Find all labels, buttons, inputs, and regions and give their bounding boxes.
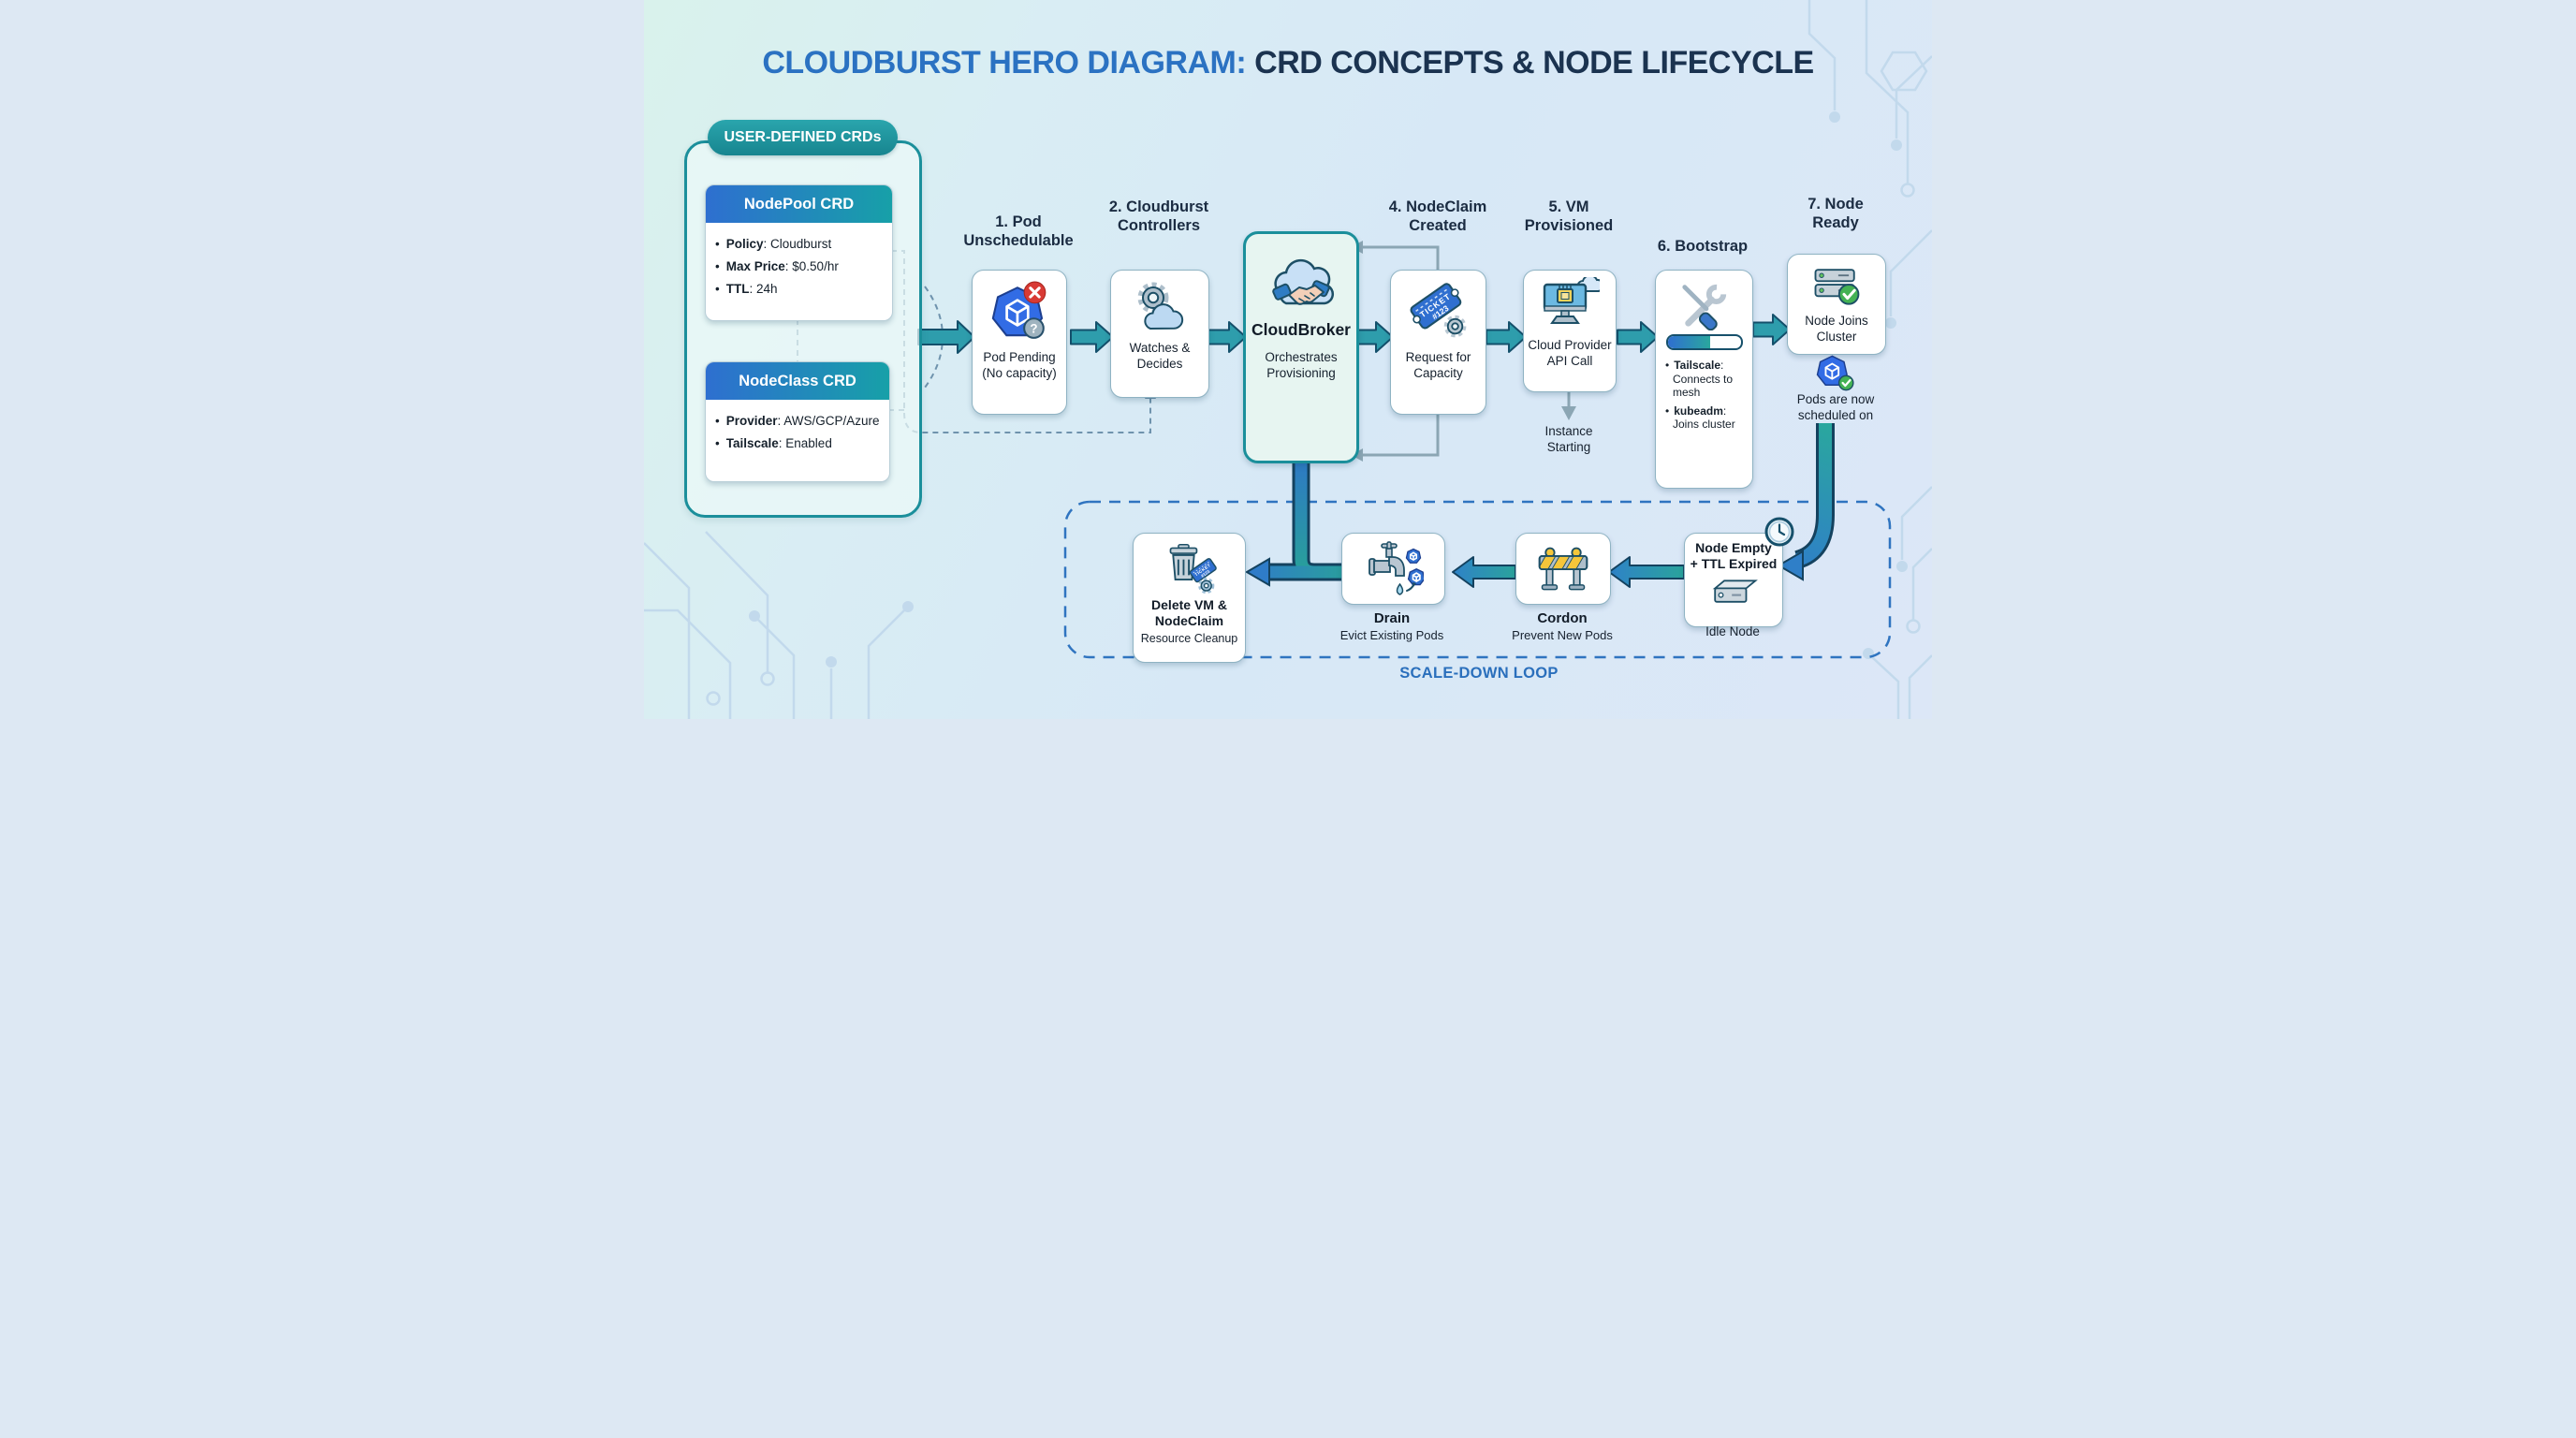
idle-node-box: Node Empty + TTL Expired [1684,533,1783,627]
server-check-icon [1814,269,1860,305]
pod-pending-box: ? Pod Pending (No capacity) [972,270,1067,415]
nodeclass-bullet-provider: Provider: AWS/GCP/Azure [715,414,880,430]
nodepool-crd-header: NodePool CRD [706,185,892,223]
svg-text:?: ? [1030,322,1037,336]
request-capacity-box: TICKET #123 Request for Capacity [1390,270,1486,415]
gear-cloud-icon [1137,282,1184,330]
idle-server-icon [1712,580,1758,603]
drain-box [1341,533,1445,605]
nodeclass-crd-card: NodeClass CRD Provider: AWS/GCP/Azure Ta… [705,361,890,482]
crds-tab-label: USER-DEFINED CRDs [724,129,882,145]
scale-down-loop-label: SCALE-DOWN LOOP [1399,665,1559,682]
loop-arrows [1452,556,1685,588]
cordon-box [1515,533,1611,605]
diagram-canvas: CLOUDBURST HERO DIAGRAM: CRD CONCEPTS & … [644,0,1932,719]
drain-title: Drain [1373,610,1411,626]
bootstrap-bullet-tailscale: Tailscale: Connects to mesh [1665,359,1747,400]
cloudbroker-title: CloudBroker [1251,320,1351,339]
cloud-api-caption: Cloud Provider [1528,338,1612,352]
cordon-caption: Prevent New Pods [1512,628,1613,642]
scale-down-loop-border [1063,500,1892,659]
cloudbroker-subtitle: Orchestrates [1265,350,1338,364]
cordon-title: Cordon [1537,610,1588,626]
user-defined-crds-tab: USER-DEFINED CRDs [708,120,898,155]
node-joins-box: Node Joins Cluster [1787,254,1886,355]
tools-icon [1681,284,1726,330]
delete-vm-title: Delete VM & [1151,597,1227,612]
trash-ticket-icon: TICKET #123 [1169,543,1217,594]
pod-pending-caption: Pod Pending [983,350,1056,364]
request-capacity-caption: Request for [1405,350,1471,364]
drain-caption: Evict Existing Pods [1339,628,1444,642]
ready-to-idle-pipe [1793,423,1835,569]
circuit-decoration [644,0,1932,719]
label-step6: 6. Bootstrap [1657,238,1749,255]
bootstrap-bullet-kubeadm: kubeadm: Joins cluster [1665,404,1747,432]
delete-vm-caption: Resource Cleanup [1140,632,1238,645]
clock-icon [1764,517,1794,547]
idle-node-title: Node Empty [1695,540,1772,555]
nodepool-bullet-policy: Policy: Cloudburst [715,237,883,253]
svg-text:#123: #123 [1200,569,1211,579]
controllers-caption: Watches & [1129,341,1191,355]
bootstrap-box: Tailscale: Connects to mesh kubeadm: Joi… [1655,270,1753,489]
ticket-gear-icon: TICKET #123 [1410,283,1466,338]
cloud-handshake-icon [1272,258,1334,305]
faucet-icon [1368,540,1424,595]
controllers-box: Watches & Decides [1110,270,1209,398]
nodepool-bullet-maxprice: Max Price: $0.50/hr [715,259,883,275]
arrowhead-to-delete [1245,557,1270,587]
return-pipe [1269,451,1341,581]
title-rest: CRD CONCEPTS & NODE LIFECYCLE [1246,45,1814,81]
barricade-icon [1538,547,1588,590]
nodeclass-bullet-tailscale: Tailscale: Enabled [715,436,880,452]
title-highlight: CLOUDBURST HERO DIAGRAM: [762,45,1247,81]
flow-arrows [917,314,1791,354]
node-joins-caption: Node Joins [1805,314,1868,328]
cloud-api-box: Cloud Provider API Call [1523,270,1617,392]
nodepool-bullet-ttl: TTL: 24h [715,282,883,298]
nodeclass-crd-header: NodeClass CRD [706,362,889,400]
pod-scheduled-icon [1816,355,1854,391]
bootstrap-progress-bar [1665,334,1743,350]
page-title: CLOUDBURST HERO DIAGRAM: CRD CONCEPTS & … [644,45,1932,81]
connector-layer [797,241,1892,659]
idle-node-caption: Idle Node [1705,624,1760,638]
arrowhead-to-idle [1776,550,1804,581]
delete-vm-box: TICKET #123 Delete VM & NodeClaim Resour… [1133,533,1246,663]
monitor-chip-cloud-icon [1543,277,1600,324]
nodepool-crd-card: NodePool CRD Policy: Cloudburst Max Pric… [705,184,893,321]
kubernetes-pod-error-icon: ? [991,281,1046,339]
cloudbroker-box: CloudBroker Orchestrates Provisioning [1243,231,1359,463]
